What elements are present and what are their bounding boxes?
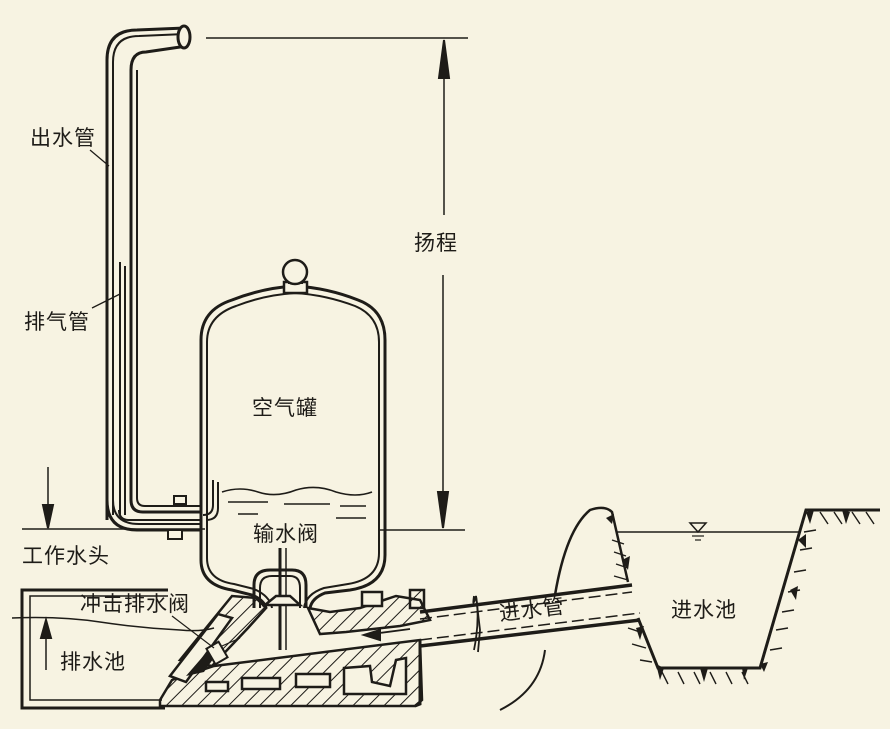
air-tank (199, 258, 387, 609)
intake-pool (499, 506, 880, 711)
drain-pool (11, 588, 215, 710)
working-head-dimension (22, 467, 205, 530)
water-level-symbol (688, 522, 708, 534)
label-drain-pool: 排水池 (60, 650, 126, 674)
label-lift-head: 扬程 (414, 231, 458, 255)
lift-head-dimension (206, 37, 468, 531)
label-intake-pool: 进水池 (671, 598, 737, 622)
pump-body (158, 588, 432, 708)
label-outlet-pipe: 出水管 (30, 126, 96, 150)
earth-hatching (611, 511, 875, 685)
label-delivery-valve: 输水阀 (253, 522, 319, 546)
label-air-tank: 空气罐 (252, 396, 318, 420)
label-vent-pipe: 排气管 (24, 310, 90, 334)
outlet-pipe (105, 24, 200, 540)
vent-pipe (118, 262, 200, 521)
label-working-head: 工作水头 (22, 544, 110, 568)
inlet-pipe (360, 583, 641, 653)
delivery-valve (252, 548, 308, 650)
vent-pipe-leader (91, 293, 121, 309)
outlet-pipe-leader (89, 149, 110, 167)
tank-water-surface (221, 486, 373, 496)
label-impulse-waste-valve: 冲击排水阀 (80, 592, 190, 616)
